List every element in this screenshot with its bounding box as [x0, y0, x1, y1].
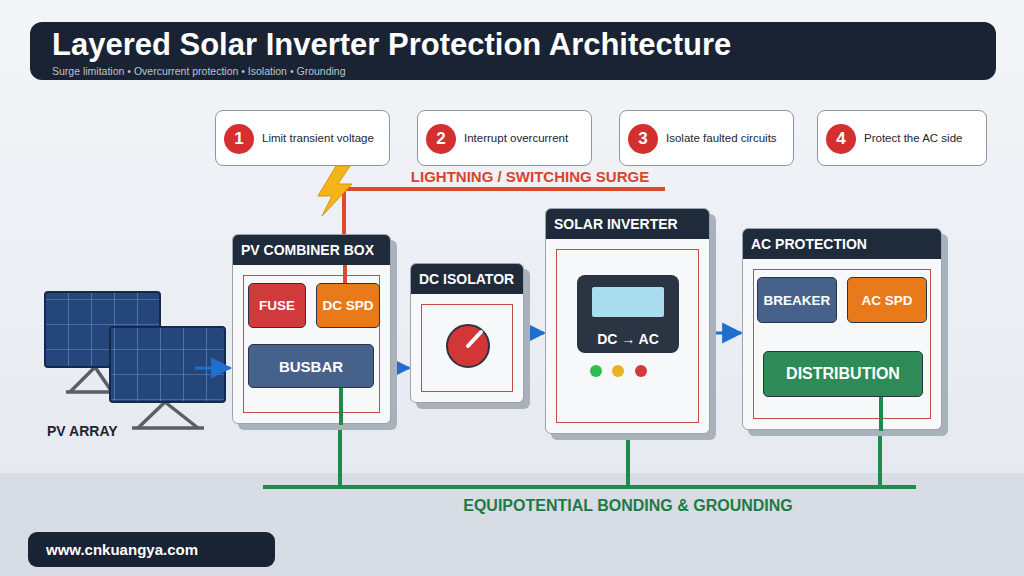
ground-bar: [263, 485, 916, 489]
box-label: FUSE: [259, 298, 295, 313]
subtitle: Surge limitation • Overcurrent protectio…: [52, 66, 346, 78]
component-box: AC SPD: [847, 277, 927, 323]
ground-band: [0, 473, 1024, 576]
box-label: DC → AC: [597, 331, 659, 347]
dc-feed-arrow: [195, 367, 230, 370]
pv-panel: [110, 327, 225, 428]
array-label: PV ARRAY: [47, 424, 118, 439]
box-label: www.cnkuangya.com: [46, 541, 198, 558]
header-strip: SOLAR INVERTER: [546, 209, 709, 239]
box-label: Limit transient voltage: [262, 132, 374, 144]
footer-badge: www.cnkuangya.com: [28, 532, 275, 567]
display-panel: [592, 287, 664, 317]
ground-wire: [878, 426, 882, 487]
ground-wire: [338, 420, 342, 487]
flow-arrow: [391, 367, 409, 370]
equipment-box: SOLAR INVERTER DC → AC: [545, 208, 710, 434]
box-label: BUSBAR: [279, 358, 343, 375]
background: [0, 0, 1024, 473]
box-heading: DC ISOLATOR: [419, 271, 514, 287]
equipment-box: AC PROTECTION BREAKER AC SPD DISTRIBUTION: [742, 228, 942, 430]
callout-box: Protect the AC side 4: [817, 110, 987, 166]
callout-number: 1: [234, 129, 243, 149]
equipment-box: DC ISOLATOR: [410, 263, 524, 403]
callout-number: 2: [426, 124, 456, 154]
box-label: DISTRIBUTION: [786, 365, 900, 383]
box-heading: PV COMBINER BOX: [241, 242, 374, 258]
component-box: BREAKER: [757, 277, 837, 323]
callout-box: Interrupt overcurrent 2: [417, 110, 592, 166]
box-label: DC SPD: [322, 298, 373, 313]
box-label: Protect the AC side: [864, 132, 962, 144]
header-strip: DC ISOLATOR: [411, 264, 523, 294]
callout-number: 3: [628, 124, 658, 154]
surge-label: LIGHTNING / SWITCHING SURGE: [405, 169, 655, 186]
header-strip: PV COMBINER BOX: [233, 235, 390, 265]
box-heading: SOLAR INVERTER: [554, 216, 678, 232]
box-label: BREAKER: [764, 293, 831, 308]
component-box: BUSBAR: [248, 344, 374, 388]
component-box: DC SPD: [316, 283, 380, 328]
box-label: Interrupt overcurrent: [464, 132, 568, 144]
surge-line: [344, 187, 665, 191]
ground-wire: [626, 430, 630, 487]
header-strip: AC PROTECTION: [743, 229, 941, 259]
flow-arrow: [524, 332, 544, 335]
callout-number: 1: [224, 124, 254, 154]
component-box: FUSE: [248, 283, 306, 328]
callout-number: 3: [638, 129, 647, 149]
diagram-title: Layered Solar Inverter Protection Archit…: [52, 27, 731, 63]
internal-wiring: [743, 229, 943, 431]
flow-arrow: [710, 332, 741, 335]
inverter-display: DC → AC: [577, 275, 679, 353]
ground-label: EQUIPOTENTIAL BONDING & GROUNDING: [463, 497, 793, 515]
component-box: DISTRIBUTION: [763, 351, 923, 397]
box-label: Isolate faulted circuits: [666, 132, 777, 144]
equipment-box: PV COMBINER BOX FUSE DC SPD BUSBAR: [232, 234, 391, 424]
callout-number: 2: [436, 129, 445, 149]
box-heading: AC PROTECTION: [751, 236, 867, 252]
callout-number: 4: [836, 129, 845, 149]
lightning-bolt: [318, 166, 352, 216]
box-label: AC SPD: [861, 293, 912, 308]
callout-box: Isolate faulted circuits 3: [619, 110, 794, 166]
callout-box: Limit transient voltage 1: [215, 110, 390, 166]
callout-number: 4: [826, 124, 856, 154]
